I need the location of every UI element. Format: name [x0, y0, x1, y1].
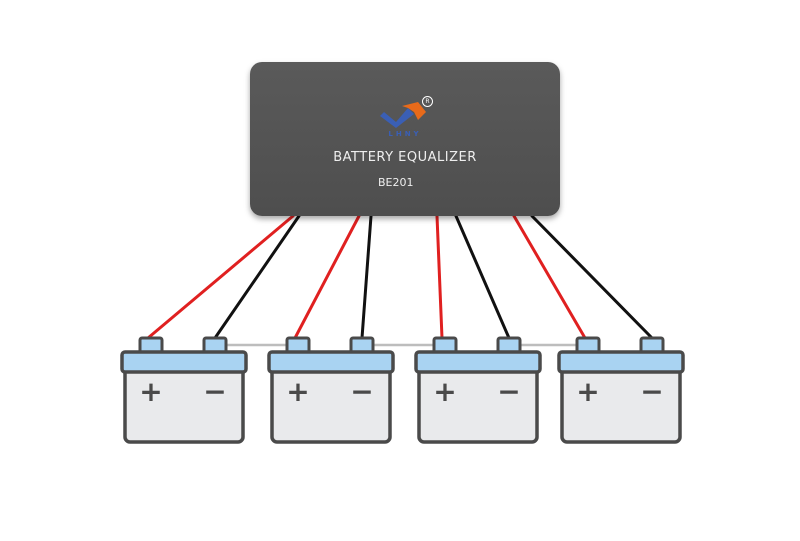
- device-model: BE201: [378, 176, 414, 189]
- brand-logo: R LHNY: [378, 96, 434, 144]
- brand-name: LHNY: [388, 130, 422, 138]
- minus-sign: −: [203, 375, 226, 408]
- negative-wire-4: [530, 214, 654, 340]
- minus-sign: −: [497, 375, 520, 408]
- negative-wire-3: [454, 214, 511, 340]
- battery-4: +−: [557, 336, 685, 444]
- plus-sign: +: [139, 375, 162, 408]
- negative-wire-1: [213, 214, 301, 340]
- plus-sign: +: [576, 375, 599, 408]
- battery-lid: [557, 350, 685, 374]
- battery-1: +−: [120, 336, 248, 444]
- battery-2: +−: [267, 336, 395, 444]
- minus-sign: −: [350, 375, 373, 408]
- device-title: BATTERY EQUALIZER: [333, 150, 477, 165]
- positive-wire-4: [512, 214, 587, 340]
- minus-sign: −: [640, 375, 663, 408]
- battery-3: +−: [414, 336, 542, 444]
- battery-equalizer-device: R LHNY BATTERY EQUALIZER BE201: [250, 62, 560, 216]
- positive-wire-3: [435, 214, 444, 340]
- battery-lid: [414, 350, 542, 374]
- registered-mark: R: [422, 96, 433, 107]
- brand-logo-icon: [380, 102, 426, 128]
- positive-wire-1: [146, 214, 295, 340]
- positive-wire-2: [293, 214, 361, 340]
- plus-sign: +: [286, 375, 309, 408]
- plus-sign: +: [433, 375, 456, 408]
- negative-wire-2: [360, 214, 373, 340]
- battery-lid: [267, 350, 395, 374]
- battery-lid: [120, 350, 248, 374]
